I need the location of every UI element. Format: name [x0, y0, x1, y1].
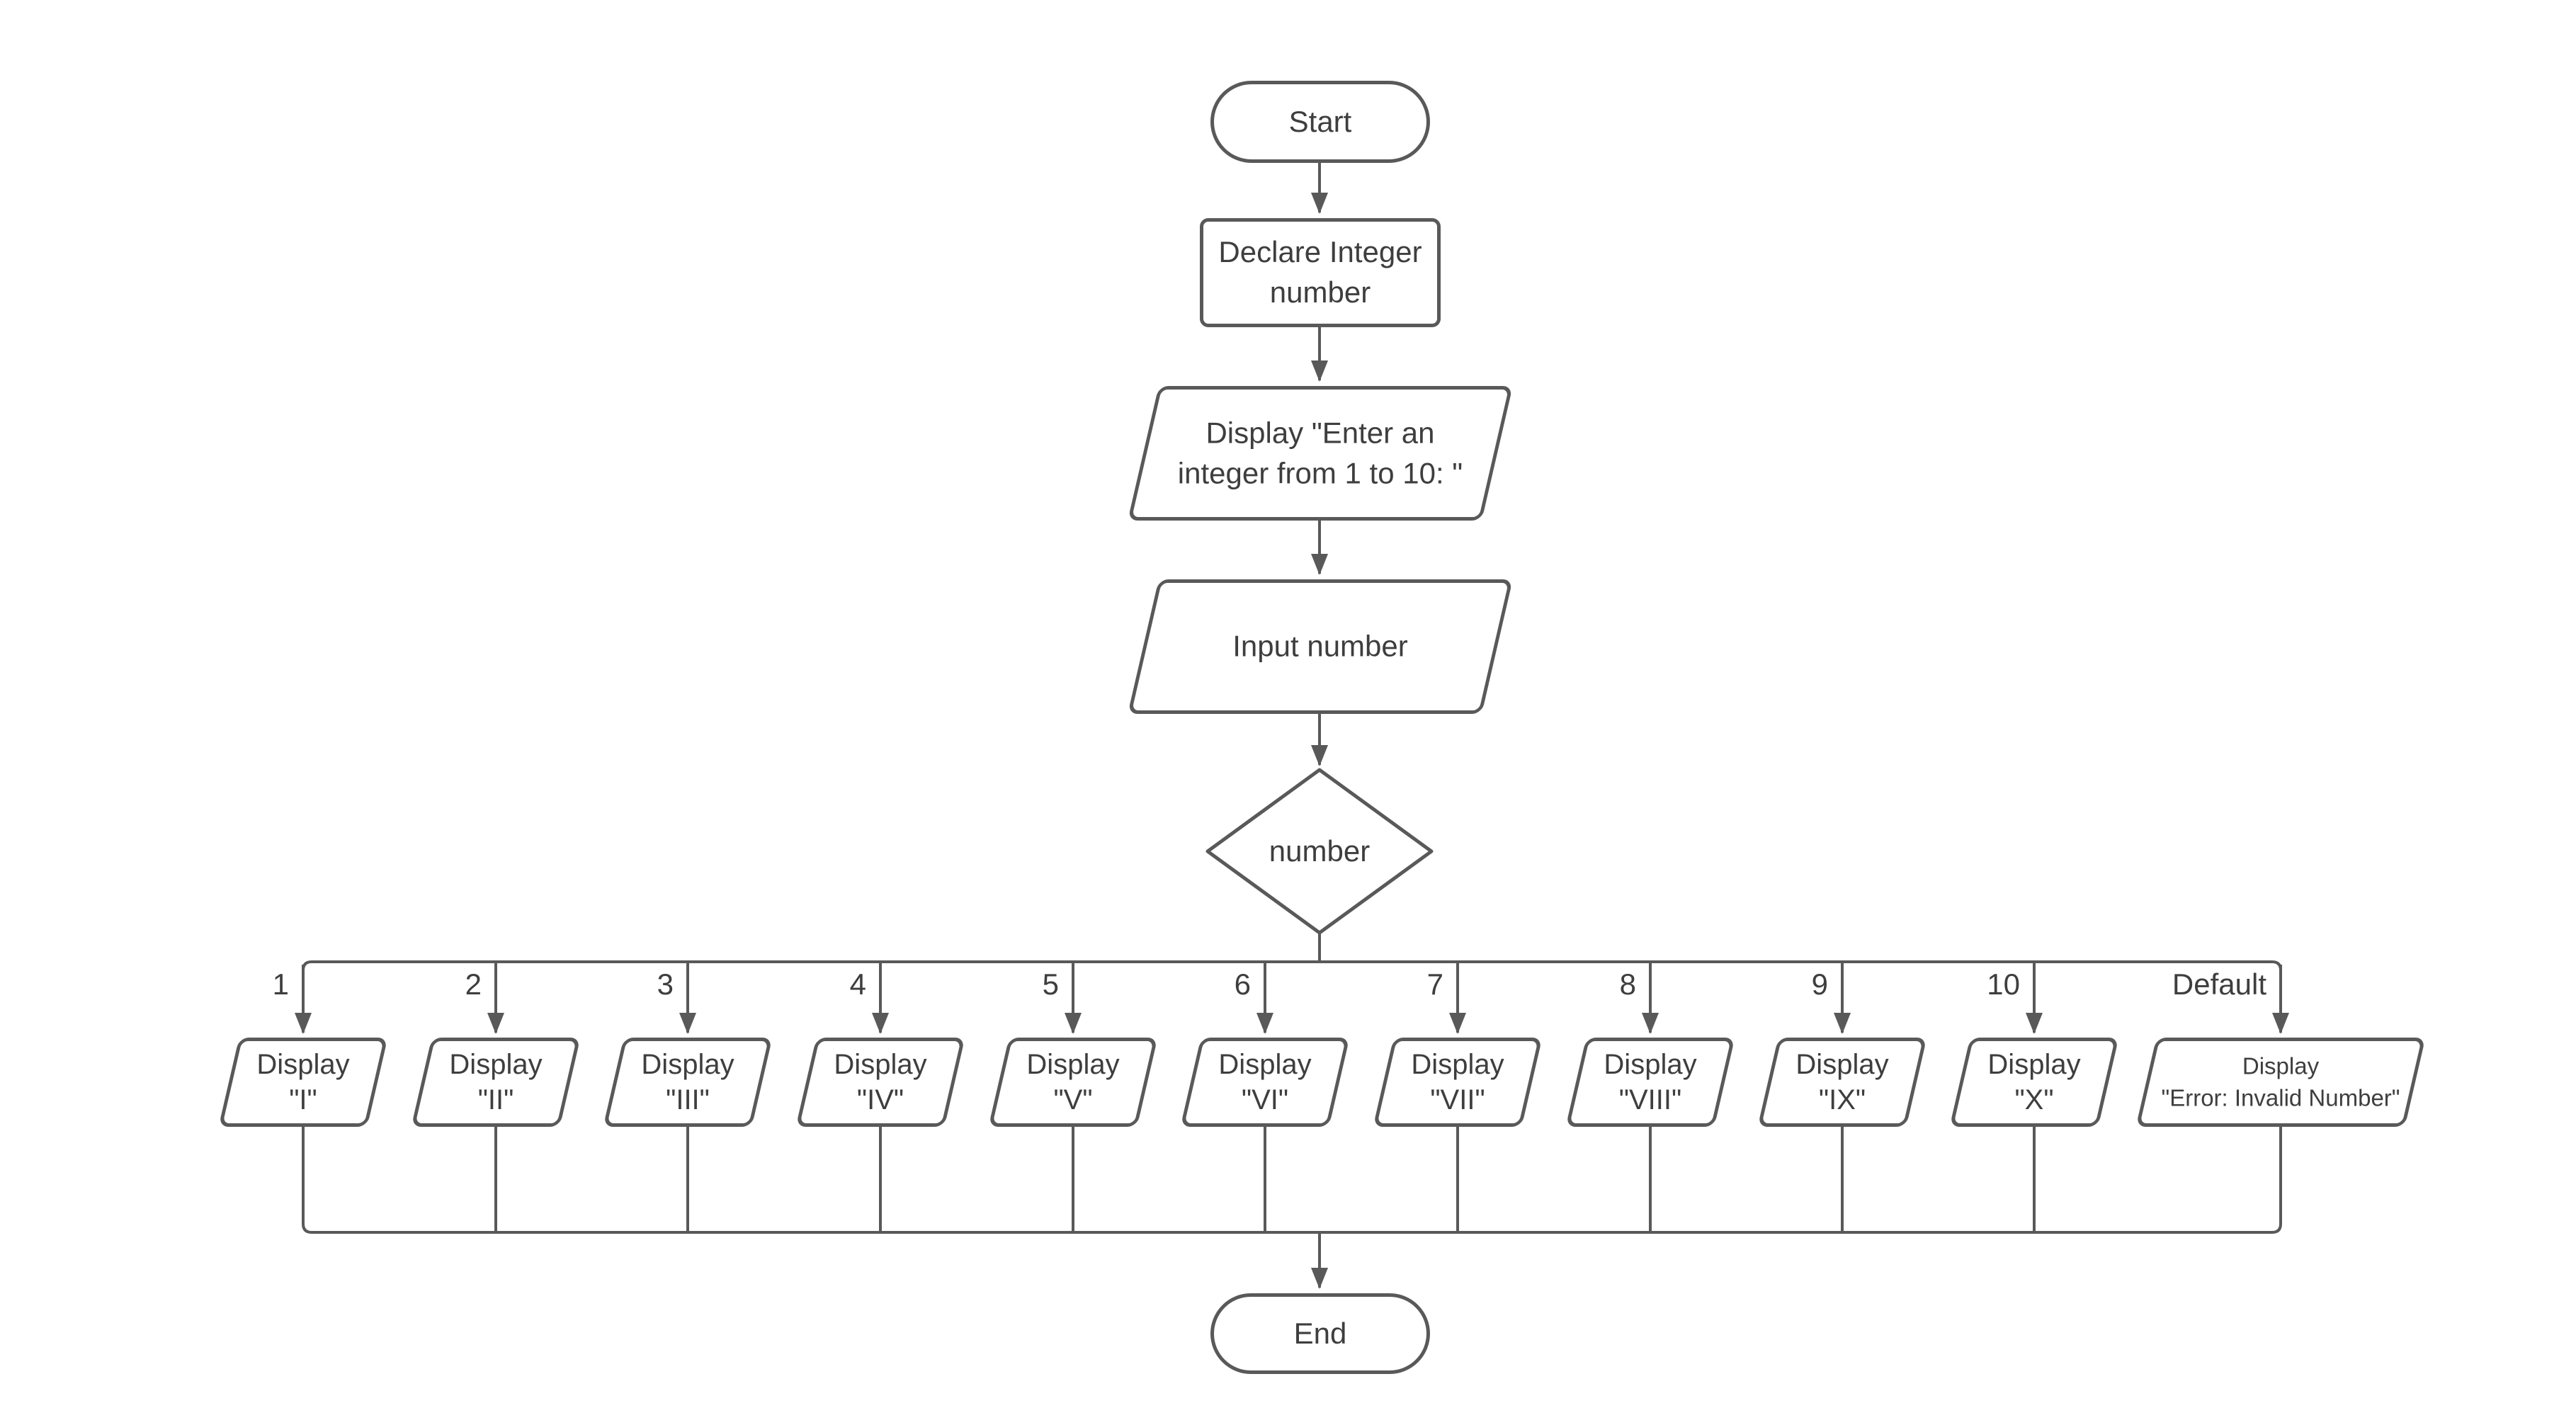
branch-6-case-label: 6 [1234, 967, 1251, 1001]
node-display-error-label: Display"Error: Invalid Number" [2161, 1052, 2400, 1111]
branch-3-case-label: 3 [657, 967, 674, 1001]
node-display-5-label: Display"V" [1026, 1049, 1120, 1115]
branch-6: 6 Display"VI" [1180, 962, 1350, 1132]
node-display-7-label: Display"VII" [1411, 1049, 1504, 1115]
branch-10: 10 Display"X" [1949, 962, 2119, 1132]
node-prompt-label: Display "Enter an integer from 1 to 10: … [1177, 416, 1463, 489]
node-start-label: Start [1288, 105, 1352, 138]
node-display-error: Display"Error: Invalid Number" [2135, 1038, 2426, 1127]
node-display-7: Display"VII" [1373, 1038, 1543, 1127]
branch-4: 4 Display"IV" [795, 962, 965, 1132]
node-decision-label: number [1269, 834, 1371, 868]
node-display-1-label: Display"I" [256, 1049, 350, 1115]
node-display-9: Display"IX" [1757, 1038, 1927, 1127]
node-display-1: Display"I" [218, 1038, 388, 1127]
node-display-8-label: Display"VIII" [1604, 1049, 1697, 1115]
branch-10-case-label: 10 [1987, 967, 2020, 1001]
node-display-3-label: Display"III" [641, 1049, 734, 1115]
node-declare: Declare Integer number [1200, 218, 1441, 327]
node-display-3: Display"III" [603, 1038, 773, 1127]
branch-8-case-label: 8 [1619, 967, 1636, 1001]
node-display-8: Display"VIII" [1565, 1038, 1735, 1127]
node-display-10-label: Display"X" [1987, 1049, 2081, 1115]
branch-7: 7 Display"VII" [1373, 962, 1543, 1132]
branch-2: 2 Display"II" [411, 962, 581, 1132]
node-input: Input number [1128, 579, 1513, 714]
branch-5-case-label: 5 [1042, 967, 1059, 1001]
node-input-label: Input number [1232, 629, 1408, 663]
node-start: Start [1210, 81, 1430, 163]
branch-2-case-label: 2 [465, 967, 482, 1001]
branch-3: 3 Display"III" [603, 962, 773, 1132]
node-display-4-label: Display"IV" [834, 1049, 927, 1115]
branch-8: 8 Display"VIII" [1565, 962, 1735, 1132]
branch-7-case-label: 7 [1426, 967, 1443, 1001]
branch-5: 5 Display"V" [988, 962, 1158, 1132]
node-prompt: Display "Enter an integer from 1 to 10: … [1128, 386, 1513, 521]
branch-1-case-label: 1 [272, 967, 289, 1001]
branch-default: Default Display"Error: Invalid Number" [2135, 962, 2426, 1132]
branch-9-case-label: 9 [1811, 967, 1828, 1001]
node-end-label: End [1293, 1317, 1347, 1350]
node-display-6: Display"VI" [1180, 1038, 1350, 1127]
node-display-6-label: Display"VI" [1218, 1049, 1312, 1115]
node-display-2-label: Display"II" [449, 1049, 543, 1115]
merge-bar [302, 1127, 2282, 1234]
branch-default-case-label: Default [2172, 967, 2266, 1001]
node-display-10: Display"X" [1949, 1038, 2119, 1127]
node-end: End [1210, 1293, 1430, 1374]
branch-4-case-label: 4 [849, 967, 866, 1001]
node-display-5: Display"V" [988, 1038, 1158, 1127]
branch-9: 9 Display"IX" [1757, 962, 1927, 1132]
node-display-4: Display"IV" [795, 1038, 965, 1127]
node-display-9-label: Display"IX" [1795, 1049, 1889, 1115]
node-declare-label: Declare Integer number [1218, 235, 1422, 309]
node-display-2: Display"II" [411, 1038, 581, 1127]
branch-1: 1 Display"I" [218, 962, 388, 1132]
